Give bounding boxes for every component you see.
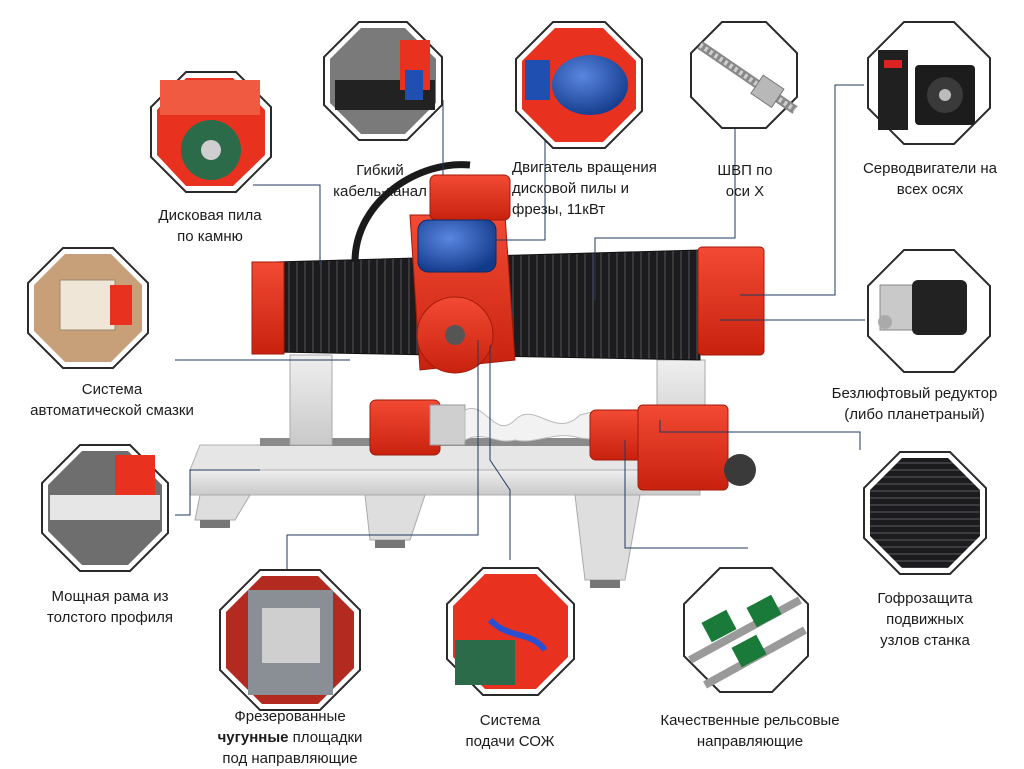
cnc-machine-illustration bbox=[189, 161, 765, 588]
leader-bellows bbox=[659, 420, 861, 450]
leader-saw bbox=[253, 184, 321, 265]
leader-coolant bbox=[489, 345, 511, 560]
frame-photo bbox=[41, 444, 169, 572]
base-foot-left bbox=[194, 494, 251, 521]
workpiece-baluster bbox=[464, 407, 601, 442]
leader-motor bbox=[496, 100, 546, 241]
gearbox-photo bbox=[867, 249, 991, 373]
leader-ballscrew bbox=[594, 100, 736, 300]
lubrication-photo bbox=[27, 247, 149, 369]
cable-label: Гибкий кабель-канал bbox=[333, 162, 427, 200]
leader-frame bbox=[175, 469, 260, 516]
bellows-photo bbox=[863, 451, 987, 575]
base-foot-mid bbox=[364, 494, 426, 541]
coolant-label: Система подачи СОЖ bbox=[465, 712, 555, 750]
bellows-label: Гофрозащита подвижных узлов станка bbox=[877, 590, 973, 649]
leader-servo bbox=[740, 84, 864, 296]
spindle-motor-photo bbox=[515, 21, 643, 149]
cast-iron-pads-photo bbox=[219, 569, 361, 711]
cable-chain-photo bbox=[323, 21, 443, 141]
servo-label: Серводвигатели на всех осях bbox=[862, 160, 998, 198]
leader-rails bbox=[624, 440, 748, 549]
lube-label: Система автоматической смазки bbox=[30, 381, 194, 419]
spindle-motor bbox=[417, 219, 497, 273]
frame-label: Мощная рама из толстого профиля bbox=[46, 588, 174, 626]
ball-screw-photo bbox=[690, 21, 798, 129]
circular-saw-photo bbox=[150, 71, 272, 193]
castiron-label: Фрезерованные чугунные площадки под напр… bbox=[217, 708, 363, 767]
rails-label: Качественные рельсовые направляющие bbox=[660, 712, 840, 750]
base-foot-right bbox=[574, 494, 641, 581]
motor-label: Двигатель вращения дисковой пилы и фрезы… bbox=[512, 159, 657, 218]
gantry-end-left bbox=[251, 261, 285, 355]
tailstock bbox=[589, 409, 646, 461]
gantry-end-right bbox=[697, 246, 765, 356]
coolant-nozzle-photo bbox=[446, 567, 575, 696]
castiron-bold-word: чугунные bbox=[217, 729, 289, 746]
saw-label: Дисковая пила по камню bbox=[158, 207, 262, 245]
ballscrew-label: ШВП по оси Х bbox=[717, 162, 773, 200]
gearbox-housing bbox=[637, 404, 729, 491]
column-left bbox=[289, 354, 333, 446]
servo-motor-photo bbox=[867, 21, 991, 145]
leader-lines bbox=[175, 84, 865, 590]
cable-chain bbox=[351, 161, 471, 263]
leader-castiron bbox=[286, 340, 479, 590]
linear-rails-photo bbox=[683, 567, 809, 693]
gearbox-label: Безлюфтовый редуктор (либо планетраный) bbox=[831, 385, 998, 423]
